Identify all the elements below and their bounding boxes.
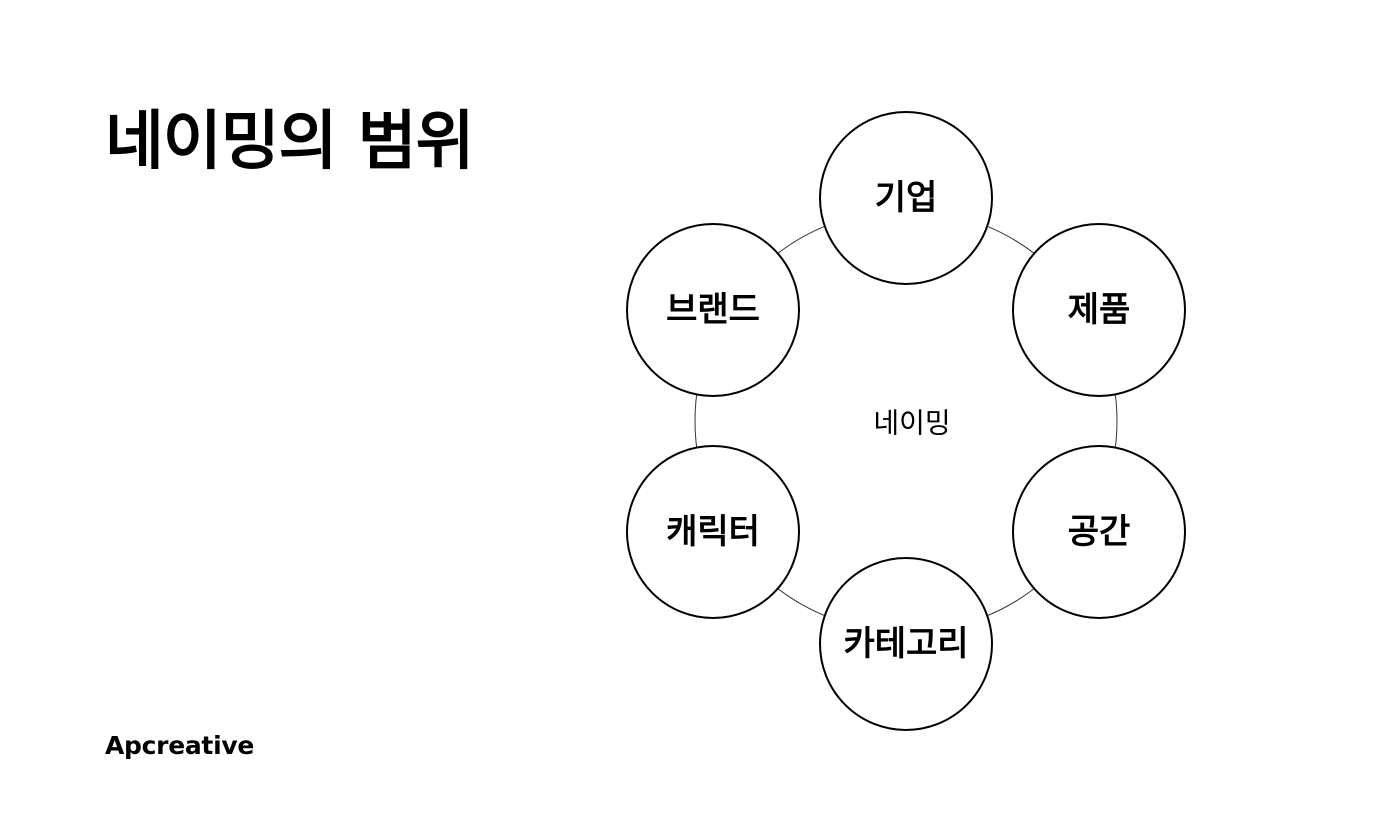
node-circle — [819, 557, 993, 731]
node-4: 캐릭터 — [626, 445, 800, 619]
node-3: 카테고리 — [819, 557, 993, 731]
slide-title: 네이밍의 범위 — [105, 105, 475, 179]
node-label: 기업 — [875, 178, 938, 218]
node-circle — [819, 111, 993, 285]
node-label: 카테고리 — [843, 624, 968, 664]
node-1: 제품 — [1012, 223, 1186, 397]
node-label: 공간 — [1068, 512, 1131, 552]
node-0: 기업 — [819, 111, 993, 285]
node-label: 브랜드 — [666, 290, 760, 330]
node-label: 제품 — [1068, 290, 1131, 330]
node-label: 캐릭터 — [666, 512, 760, 552]
node-circle — [626, 445, 800, 619]
node-2: 공간 — [1012, 445, 1186, 619]
brand-footer: Apcreative — [105, 731, 254, 760]
node-circle — [626, 223, 800, 397]
center-label: 네이밍 — [873, 407, 950, 440]
node-circle — [1012, 445, 1186, 619]
node-circle — [1012, 223, 1186, 397]
node-5: 브랜드 — [626, 223, 800, 397]
